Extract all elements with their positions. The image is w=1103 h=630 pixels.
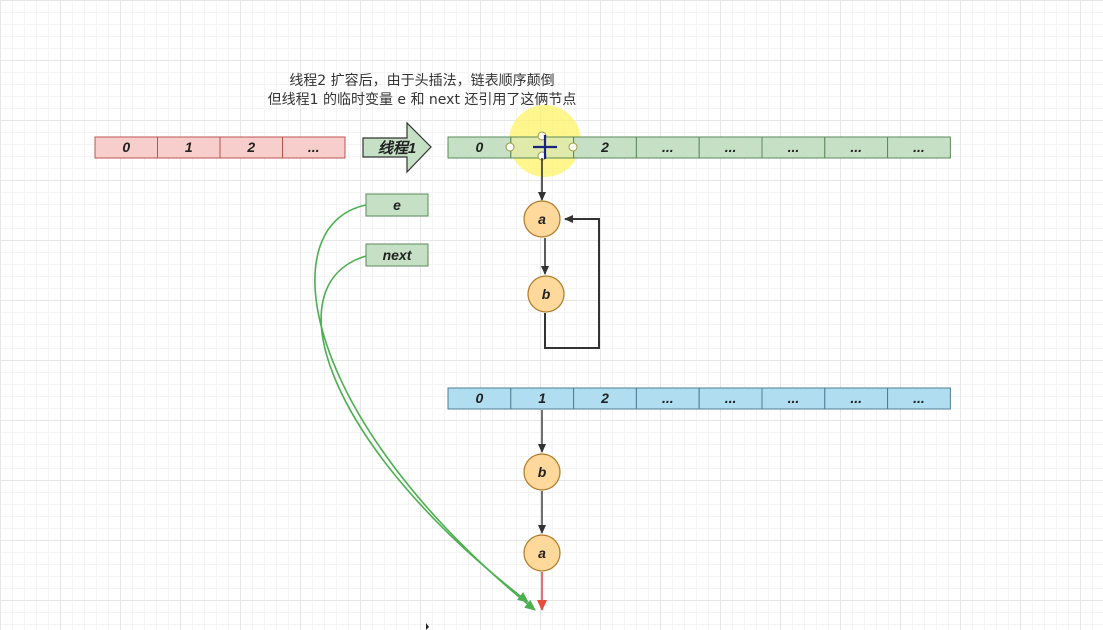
- array-original-cell-label: 2: [246, 139, 255, 155]
- thread1-block-arrow: 线程1: [362, 121, 432, 174]
- array-original-cell: 0: [94, 136, 158, 159]
- array-thread1-cell: ...: [698, 136, 763, 159]
- array-thread1: 0 2...............: [447, 136, 951, 159]
- array-original-cell: ...: [282, 136, 346, 159]
- array-thread2-cell-label: ...: [913, 390, 925, 406]
- move-cursor-icon: [533, 135, 557, 159]
- array-thread1-cell: ...: [635, 136, 700, 159]
- pointer-next-curve: [320, 255, 529, 603]
- node-thread1-a: a: [523, 200, 561, 238]
- node-thread2-a: a: [523, 534, 561, 572]
- node-thread2-b-label: b: [538, 464, 547, 480]
- node-thread1-a-label: a: [538, 211, 546, 227]
- pointer-e-curve: [314, 204, 536, 611]
- variable-next-label: next: [383, 247, 413, 263]
- array-thread2-cell-label: ...: [662, 390, 674, 406]
- array-thread1-cell-label: ...: [788, 139, 800, 155]
- array-thread2-cell-label: ...: [850, 390, 862, 406]
- array-thread2-cell: ...: [698, 387, 763, 410]
- selection-handle-right[interactable]: [568, 142, 578, 152]
- array-thread2-cell-label: 0: [476, 390, 484, 406]
- array-thread2-cell: 2: [573, 387, 637, 410]
- array-thread1-cell-label: 0: [476, 139, 484, 155]
- array-thread1-cell-label: ...: [850, 139, 862, 155]
- thread1-arrow-shape: [362, 121, 432, 174]
- mouse-pointer-icon: [426, 623, 429, 630]
- array-thread2-cell-box: [887, 387, 951, 410]
- array-thread1-cell-label: ...: [913, 139, 925, 155]
- caption-line-2: 但线程1 的临时变量 e 和 next 还引用了这俩节点: [268, 91, 577, 108]
- link-thread1-b-back-to-a: [544, 215, 600, 349]
- array-thread2: 0 1 2...............: [447, 387, 951, 410]
- array-thread1-cell-label: 2: [600, 139, 609, 155]
- array-original-cell: 2: [219, 136, 283, 159]
- node-thread1-b: b: [527, 275, 565, 313]
- node-thread2-a-label: a: [538, 545, 546, 561]
- array-thread2-cell-label: ...: [788, 390, 800, 406]
- array-thread2-cell: 1: [510, 387, 575, 410]
- array-thread1-cell: ...: [824, 136, 889, 159]
- array-thread1-cell-label: ...: [725, 139, 737, 155]
- selection-handle-left[interactable]: [505, 142, 515, 152]
- array-thread1-cell: ...: [761, 136, 826, 159]
- array-thread2-cell: ...: [761, 387, 826, 410]
- array-thread2-cell: ...: [635, 387, 700, 410]
- array-original-cell-box: [282, 136, 346, 159]
- array-original-cell: 1: [157, 136, 221, 159]
- node-thread1-b-label: b: [542, 286, 551, 302]
- array-thread1-cell-box: [887, 136, 951, 159]
- thread1-arrow-label: 线程1: [378, 140, 416, 157]
- array-original-cell-label: 1: [185, 139, 193, 155]
- array-thread2-cell: 0: [447, 387, 512, 410]
- array-original-cell-label: 0: [122, 139, 130, 155]
- array-thread1-cell: ...: [887, 136, 951, 159]
- array-thread1-cell: 2: [573, 136, 637, 159]
- array-thread2-cell: ...: [824, 387, 889, 410]
- array-thread1-cell: 0: [447, 136, 512, 159]
- variable-next: next: [365, 243, 429, 267]
- array-thread1-cell-label: ...: [662, 139, 674, 155]
- array-thread2-cell-label: 1: [538, 390, 546, 406]
- caption-line-1: 线程2 扩容后，由于头插法，链表顺序颠倒: [289, 72, 554, 89]
- array-thread2-cell-label: 2: [600, 390, 609, 406]
- node-thread2-b: b: [523, 453, 561, 491]
- array-thread2-cell: ...: [887, 387, 951, 410]
- array-thread2-cell-label: ...: [725, 390, 737, 406]
- array-original: 0 1 2...: [94, 136, 346, 159]
- variable-e: e: [365, 193, 429, 217]
- array-original-cell-label: ...: [308, 139, 320, 155]
- variable-e-label: e: [393, 197, 401, 213]
